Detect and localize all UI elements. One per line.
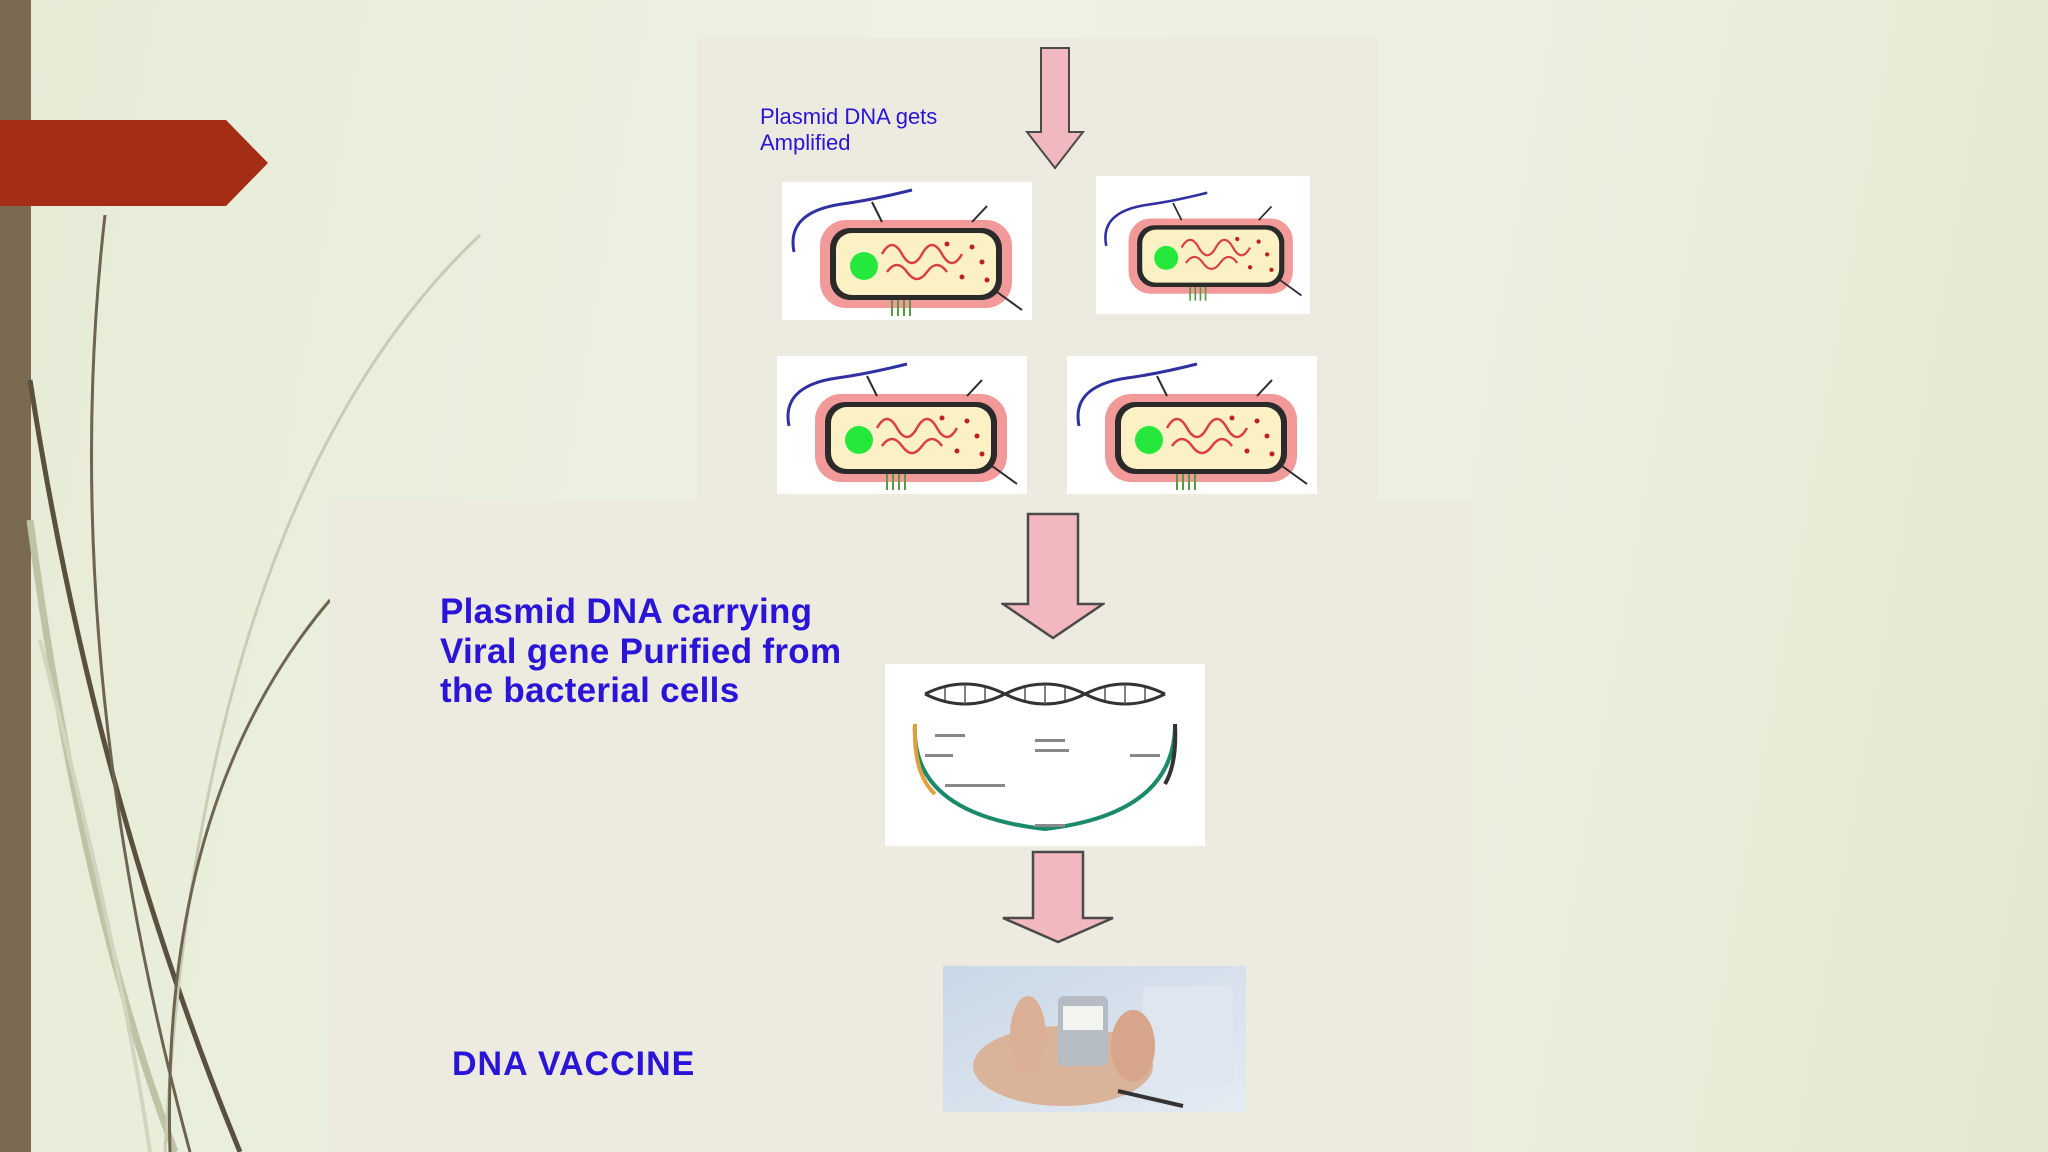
step-amplified-label: Plasmid DNA gets Amplified bbox=[760, 104, 938, 156]
bacterial-cell-icon bbox=[777, 356, 1027, 494]
down-arrow-icon bbox=[1001, 512, 1105, 640]
bacterial-cell-icon bbox=[1067, 356, 1317, 494]
down-arrow-icon bbox=[1001, 850, 1115, 944]
step-vaccine-label: DNA VACCINE bbox=[452, 1045, 696, 1083]
bacterial-cell-icon bbox=[782, 182, 1032, 320]
title-flag bbox=[0, 120, 268, 206]
bacterial-cell-icon bbox=[1096, 176, 1310, 314]
plasmid-dna-icon bbox=[885, 664, 1205, 846]
decorative-swooshes bbox=[26, 214, 482, 1152]
vaccine-vial-photo bbox=[943, 966, 1246, 1112]
down-arrow-icon bbox=[1025, 46, 1085, 170]
step-purified-label: Plasmid DNA carrying Viral gene Purified… bbox=[440, 592, 842, 711]
